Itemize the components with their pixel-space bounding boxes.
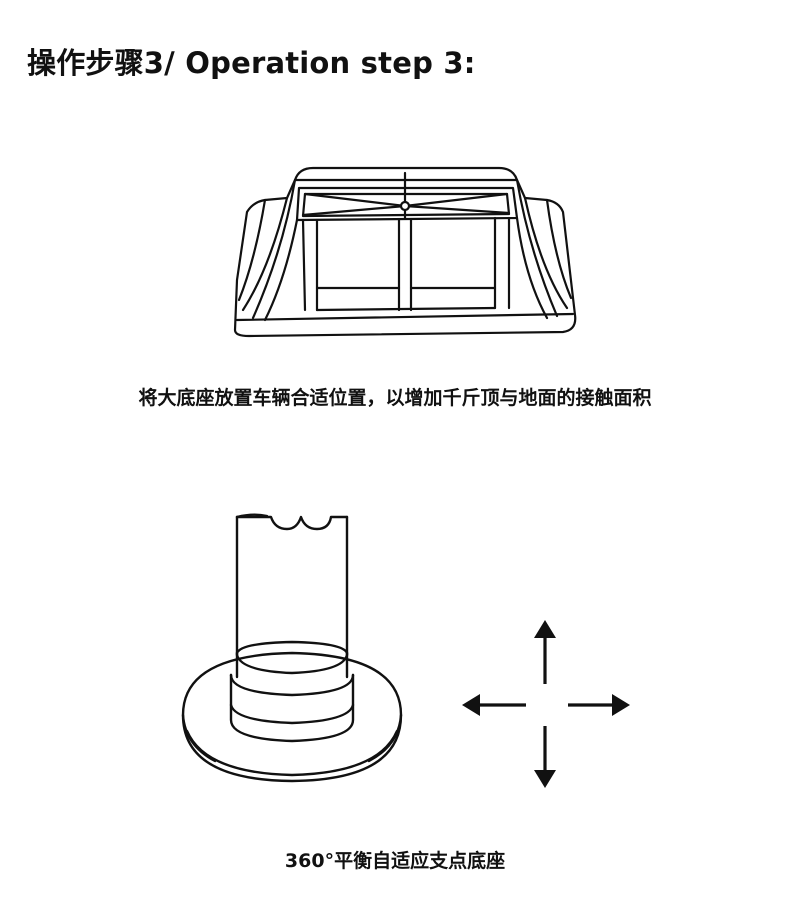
page-title: 操作步骤3/ Operation step 3: (27, 46, 476, 80)
swivel-foot-illustration (181, 513, 403, 783)
figure1-caption: 将大底座放置车辆合适位置，以增加千斤顶与地面的接触面积 (138, 387, 652, 409)
four-direction-arrows-icon (462, 620, 630, 788)
figure2-caption: 360°平衡自适应支点底座 (284, 850, 506, 872)
jack-base-pad-illustration (233, 166, 577, 338)
